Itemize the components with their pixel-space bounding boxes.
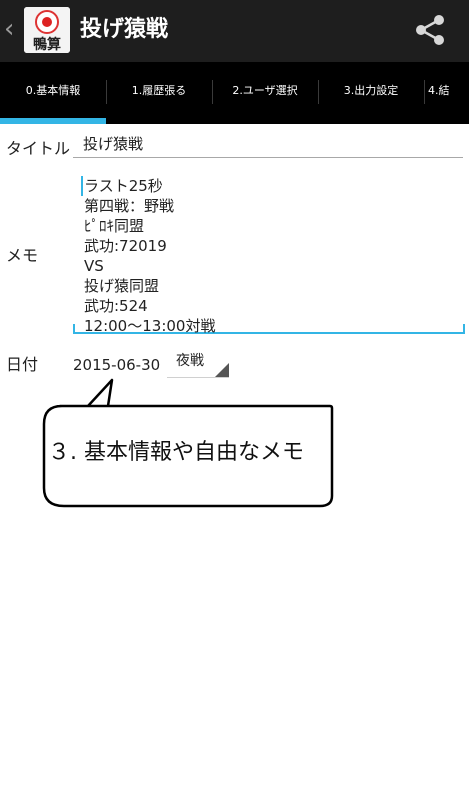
memo-textarea[interactable]: ラスト25秒 第四戦：野戦 ﾋﾟﾛｷ同盟 武功:72019 VS 投げ猿同盟 武… <box>73 170 465 335</box>
tab-output-settings[interactable]: 3.出力設定 <box>343 84 399 97</box>
speech-bubble <box>42 378 334 508</box>
callout-text: ３. 基本情報や自由なメモ <box>48 440 304 465</box>
screen-title: 投げ猿戦 <box>80 17 169 42</box>
app-logo-icon[interactable]: 鴨算 <box>24 7 70 53</box>
dropdown-corner-icon <box>215 363 229 377</box>
memo-line: ﾋﾟﾛｷ同盟 <box>84 217 145 235</box>
tab-divider <box>424 80 425 104</box>
memo-line: 武功:524 <box>84 297 148 315</box>
text-cursor <box>81 176 83 196</box>
tab-divider <box>212 80 213 104</box>
tab-history[interactable]: 1.履歴張る <box>131 84 187 97</box>
memo-line: 第四戦：野戦 <box>84 197 175 215</box>
tab-divider <box>106 80 107 104</box>
tab-bar: 0.基本情報 1.履歴張る 2.ユーザ選択 3.出力設定 4.結 <box>0 62 469 124</box>
battle-type-spinner[interactable]: 夜戦 <box>167 349 229 378</box>
date-picker[interactable]: 2015-06-30 <box>73 356 161 374</box>
memo-line: VS <box>84 257 104 275</box>
memo-label: メモ <box>6 246 39 265</box>
title-input[interactable]: 投げ猿戦 <box>73 130 463 158</box>
app-logo-text: 鴨算 <box>33 36 61 53</box>
selected-tab-indicator <box>0 118 106 124</box>
date-label: 日付 <box>6 355 39 374</box>
memo-line: ラスト25秒 <box>84 177 163 195</box>
back-chevron-icon[interactable]: ‹ <box>4 14 15 44</box>
battle-type-value: 夜戦 <box>176 353 204 369</box>
tab-divider <box>318 80 319 104</box>
action-bar: ‹ 鴨算 投げ猿戦 <box>0 0 469 62</box>
memo-line: 武功:72019 <box>84 237 167 255</box>
tab-basic-info[interactable]: 0.基本情報 <box>25 84 81 97</box>
memo-line: 投げ猿同盟 <box>84 277 160 295</box>
tab-result[interactable]: 4.結 <box>428 84 450 97</box>
tab-user-select[interactable]: 2.ユーザ選択 <box>232 84 298 97</box>
title-label: タイトル <box>6 139 71 158</box>
share-icon[interactable] <box>412 12 448 48</box>
memo-line: 12:00〜13:00対戦 <box>84 317 216 335</box>
